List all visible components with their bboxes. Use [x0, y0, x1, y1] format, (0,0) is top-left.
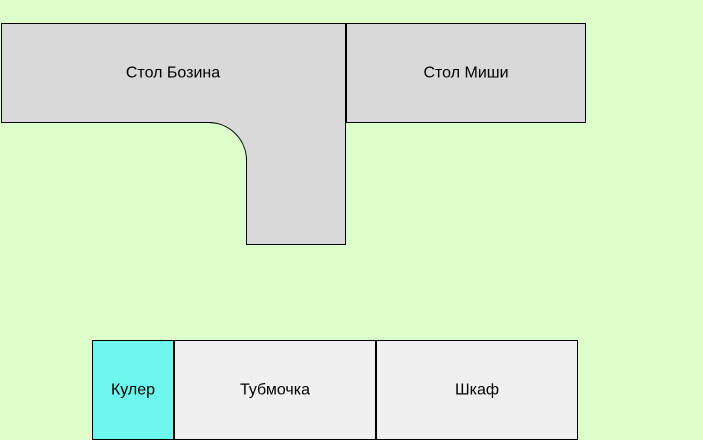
nightstand[interactable]: Тубмочка	[174, 340, 376, 440]
desk-misha-label: Стол Миши	[423, 65, 508, 82]
nightstand-label: Тубмочка	[240, 382, 310, 399]
cooler-label: Кулер	[111, 382, 155, 399]
wardrobe-label: Шкаф	[455, 382, 499, 399]
desk-misha-shape	[346, 23, 586, 123]
cooler-shape	[92, 340, 174, 440]
desk-bozin[interactable]: Стол Бозина	[1, 23, 346, 245]
wardrobe-shape	[376, 340, 578, 440]
desk-bozin-label: Стол Бозина	[126, 65, 220, 82]
wardrobe[interactable]: Шкаф	[376, 340, 578, 440]
nightstand-shape	[174, 340, 376, 440]
cooler[interactable]: Кулер	[92, 340, 174, 440]
desk-bozin-shape	[1, 23, 346, 245]
desk-misha[interactable]: Стол Миши	[346, 23, 586, 123]
